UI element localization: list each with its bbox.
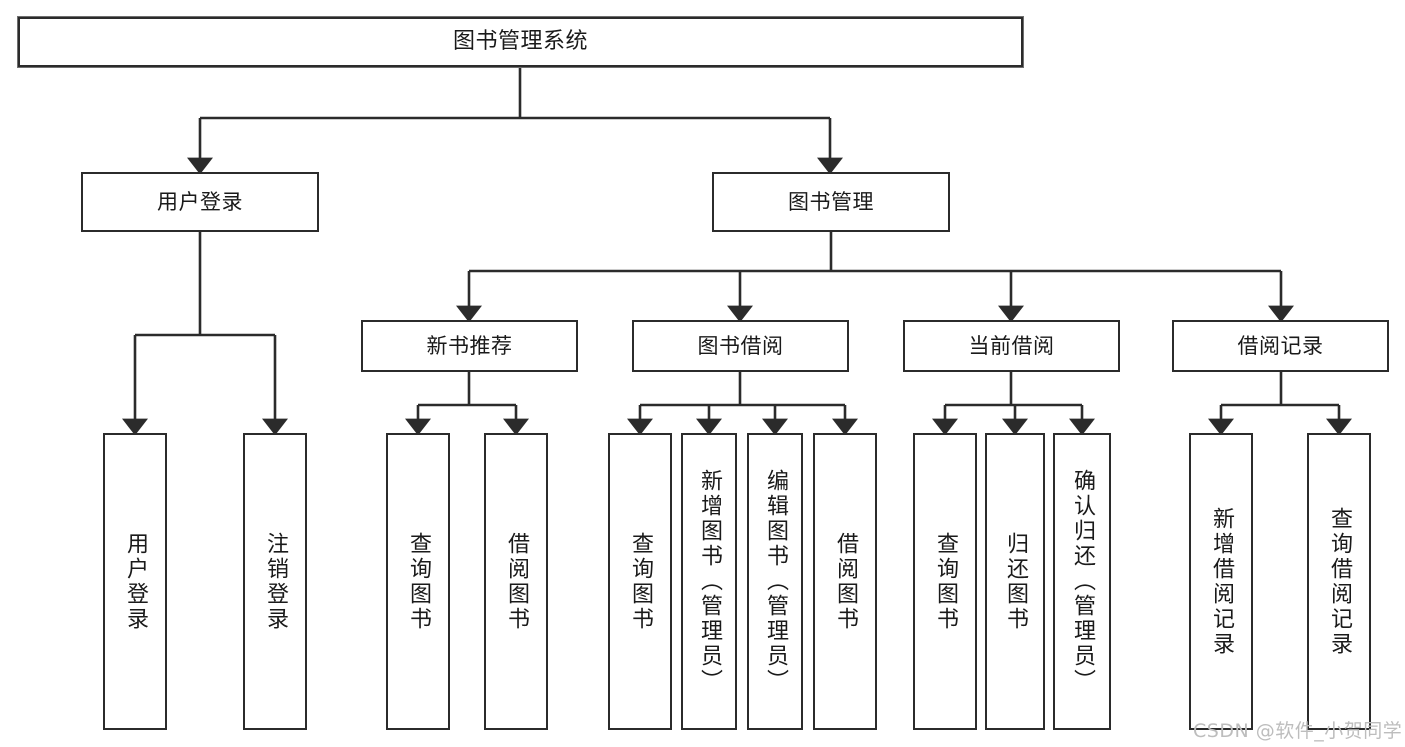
leaf-edit-book[interactable]: 编辑图书（管理员） [747, 433, 803, 730]
leaf-add-book-label: 新增图书（管理员） [697, 469, 722, 694]
node-borrow-record[interactable]: 借阅记录 [1172, 320, 1389, 372]
csdn-watermark: CSDN @软件_小贺同学 [1193, 720, 1403, 742]
leaf-query-book-3-label: 查询图书 [933, 531, 958, 632]
node-book-borrow[interactable]: 图书借阅 [632, 320, 849, 372]
leaf-borrow-book-1-label: 借阅图书 [504, 531, 529, 632]
node-user-login[interactable]: 用户登录 [81, 172, 319, 232]
leaf-user-login-label: 用户登录 [123, 531, 148, 632]
leaf-user-login[interactable]: 用户登录 [103, 433, 167, 730]
leaf-borrow-book-2-label: 借阅图书 [833, 531, 858, 632]
node-new-book-recommend[interactable]: 新书推荐 [361, 320, 578, 372]
leaf-query-book-1[interactable]: 查询图书 [386, 433, 450, 730]
leaf-confirm-return[interactable]: 确认归还（管理员） [1053, 433, 1111, 730]
leaf-query-book-3[interactable]: 查询图书 [913, 433, 977, 730]
node-new-book-recommend-label: 新书推荐 [426, 333, 513, 358]
leaf-return-book-label: 归还图书 [1003, 531, 1028, 632]
node-root[interactable]: 图书管理系统 [18, 17, 1023, 67]
leaf-add-book[interactable]: 新增图书（管理员） [681, 433, 737, 730]
leaf-user-logout[interactable]: 注销登录 [243, 433, 307, 730]
node-current-borrow-label: 当前借阅 [968, 333, 1055, 358]
leaf-add-record-label: 新增借阅记录 [1209, 506, 1234, 657]
node-current-borrow[interactable]: 当前借阅 [903, 320, 1120, 372]
node-book-borrow-label: 图书借阅 [697, 333, 784, 358]
leaf-borrow-book-1[interactable]: 借阅图书 [484, 433, 548, 730]
leaf-borrow-book-2[interactable]: 借阅图书 [813, 433, 877, 730]
leaf-query-record-label: 查询借阅记录 [1327, 506, 1352, 657]
node-book-manage[interactable]: 图书管理 [712, 172, 950, 232]
leaf-query-record[interactable]: 查询借阅记录 [1307, 433, 1371, 730]
leaf-return-book[interactable]: 归还图书 [985, 433, 1045, 730]
node-user-login-label: 用户登录 [157, 189, 243, 214]
leaf-user-logout-label: 注销登录 [263, 531, 288, 632]
leaf-edit-book-label: 编辑图书（管理员） [763, 469, 788, 694]
leaf-add-record[interactable]: 新增借阅记录 [1189, 433, 1253, 730]
node-root-label: 图书管理系统 [452, 29, 588, 55]
leaf-query-book-2-label: 查询图书 [628, 531, 653, 632]
node-book-manage-label: 图书管理 [788, 189, 874, 214]
node-borrow-record-label: 借阅记录 [1237, 333, 1324, 358]
leaf-query-book-2[interactable]: 查询图书 [608, 433, 672, 730]
leaf-query-book-1-label: 查询图书 [406, 531, 431, 632]
leaf-confirm-return-label: 确认归还（管理员） [1070, 469, 1095, 694]
